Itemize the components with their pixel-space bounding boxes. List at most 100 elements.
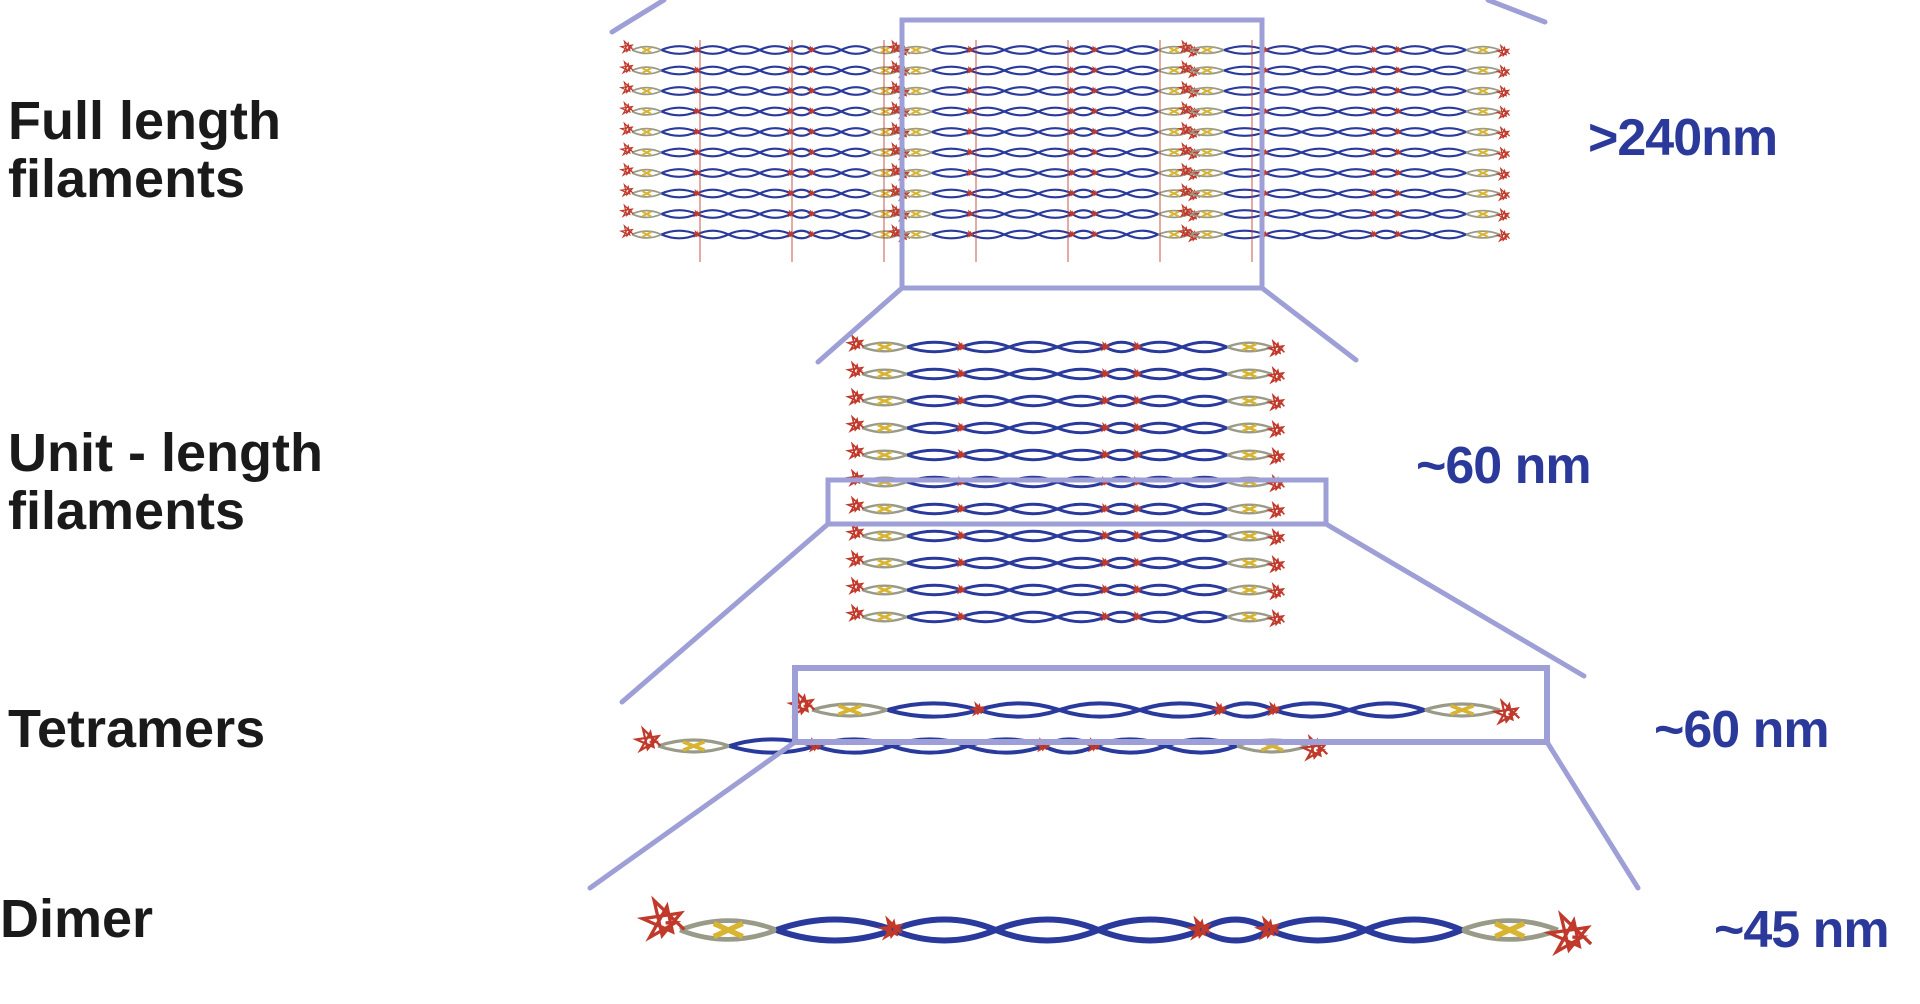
head-domain xyxy=(1098,583,1110,595)
coil-strand xyxy=(931,86,971,93)
linker-crossing xyxy=(1201,210,1213,218)
head-domain xyxy=(1130,529,1142,541)
coil-strand xyxy=(1465,230,1501,236)
coil-strand xyxy=(661,89,698,96)
linker-crossing xyxy=(1242,423,1257,433)
head-domain xyxy=(1369,86,1378,95)
linker-crossing xyxy=(1477,87,1489,95)
coil-strand xyxy=(1226,341,1273,349)
coil-strand xyxy=(861,507,908,515)
coil-strand xyxy=(906,507,962,516)
head-domain xyxy=(1130,448,1142,460)
linker-crossing xyxy=(1450,704,1475,716)
linker-crossing xyxy=(877,369,892,379)
head-domain xyxy=(1098,421,1110,433)
linker-crossing xyxy=(1168,149,1180,156)
coil-strand xyxy=(1264,233,1375,240)
linker-crossing xyxy=(880,231,891,238)
head-domain xyxy=(965,229,974,238)
coil-strand xyxy=(1373,131,1399,137)
coil-strand xyxy=(1465,66,1501,72)
head-domain xyxy=(692,127,701,136)
coil-strand xyxy=(1226,503,1273,511)
coil-strand xyxy=(1189,69,1225,75)
zoom-line xyxy=(1259,285,1359,363)
coil-strand xyxy=(696,45,792,52)
head-domain xyxy=(845,603,865,622)
head-domain xyxy=(1369,65,1378,74)
coil-strand xyxy=(1104,615,1139,624)
label-tetramers: Tetramers xyxy=(8,700,265,758)
full-length-filament-drawing xyxy=(618,17,1511,291)
coil-strand xyxy=(661,233,698,240)
coil-strand xyxy=(1373,233,1399,240)
zoom-box-ulf xyxy=(825,477,1329,527)
coil-strand xyxy=(1136,399,1228,408)
linker-crossing xyxy=(1242,585,1257,595)
coil-strand xyxy=(1264,209,1375,216)
coil-strand xyxy=(887,701,980,712)
coil-strand xyxy=(1264,48,1375,55)
head-domain xyxy=(786,689,816,718)
head-domain xyxy=(692,65,701,74)
coil-strand xyxy=(1264,171,1375,178)
coil-strand xyxy=(960,394,1106,403)
coil-strand xyxy=(1136,615,1228,624)
head-domain xyxy=(1098,394,1110,406)
coil-strand xyxy=(906,615,962,624)
coil-strand xyxy=(1189,168,1225,174)
head-domain xyxy=(845,522,865,541)
head-domain xyxy=(786,106,795,115)
linker-crossing xyxy=(910,67,922,74)
coil-strand xyxy=(1264,89,1375,96)
head-domain xyxy=(786,188,795,197)
linker-crossing xyxy=(1477,210,1489,218)
coil-strand xyxy=(661,151,698,158)
linker-crossing xyxy=(880,149,891,156)
head-domain xyxy=(1265,365,1286,385)
coil-strand xyxy=(1373,213,1399,219)
linker-crossing xyxy=(1242,369,1257,379)
head-domain xyxy=(1089,229,1099,238)
coil-strand xyxy=(790,172,813,178)
head-domain xyxy=(1067,86,1076,95)
coil-strand xyxy=(960,610,1106,619)
head-domain xyxy=(1491,697,1521,726)
coil-strand xyxy=(631,45,662,51)
head-domain xyxy=(786,168,795,177)
head-domain xyxy=(618,101,634,116)
head-domain xyxy=(1210,701,1227,717)
coil-strand xyxy=(1226,422,1273,430)
head-domain xyxy=(845,414,865,433)
head-domain xyxy=(1176,142,1192,157)
coil-strand xyxy=(1264,188,1375,195)
coil-strand xyxy=(1136,507,1228,516)
head-domain xyxy=(1369,229,1378,238)
head-domain xyxy=(1265,419,1286,439)
head-domain xyxy=(636,895,686,942)
coil-strand xyxy=(1199,927,1272,944)
coil-strand xyxy=(906,367,962,376)
coil-strand xyxy=(1264,168,1375,175)
coil-strand xyxy=(696,192,792,199)
head-domain xyxy=(786,86,795,95)
coil-strand xyxy=(1136,453,1228,462)
coil-strand xyxy=(861,368,908,376)
linker-crossing xyxy=(877,558,892,568)
coil-strand xyxy=(661,69,698,76)
linker-crossing xyxy=(877,612,892,622)
head-domain xyxy=(877,915,904,941)
coil-strand xyxy=(1223,229,1266,236)
coil-strand xyxy=(631,148,662,154)
zoom-line xyxy=(609,0,667,35)
coil-strand xyxy=(861,426,908,434)
coil-strand xyxy=(631,69,662,75)
linker-crossing xyxy=(1477,231,1489,238)
coil-strand xyxy=(631,107,662,113)
coil-strand xyxy=(661,86,698,93)
coil-strand xyxy=(811,48,872,55)
linker-crossing xyxy=(1242,342,1257,352)
head-domain xyxy=(1130,556,1142,568)
head-domain xyxy=(965,147,974,156)
